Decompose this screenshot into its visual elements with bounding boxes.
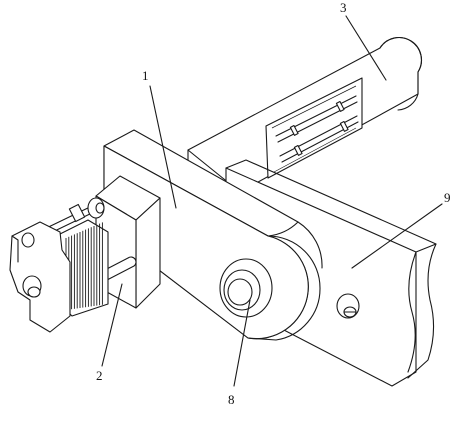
label-part-9: 9: [444, 190, 451, 205]
flange-knob: [22, 275, 42, 298]
shaft-boss: [219, 258, 273, 318]
label-part-1: 1: [142, 68, 149, 83]
label-part-8: 8: [228, 392, 235, 407]
label-part-3: 3: [340, 0, 347, 15]
leader-lines: [101, 15, 443, 387]
label-part-2: 2: [96, 368, 103, 383]
end-flange: [9, 221, 71, 333]
plate-knob: [336, 293, 360, 319]
gear-teeth: [65, 222, 103, 310]
motor-housing: [73, 175, 161, 309]
flange-hole: [21, 232, 35, 248]
main-bracket: [103, 129, 323, 341]
lead-screw: [33, 197, 105, 241]
slotted-rail-arm: [187, 36, 423, 205]
guide-rods: [275, 95, 359, 163]
